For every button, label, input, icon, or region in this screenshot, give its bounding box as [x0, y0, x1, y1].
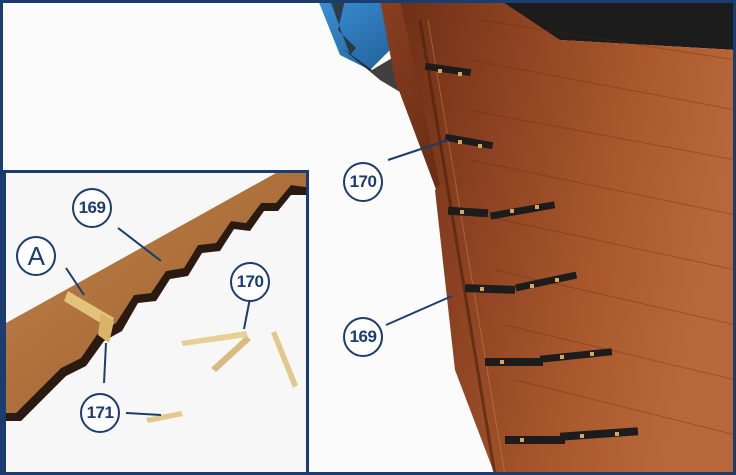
callout-169-inset: 169 [72, 188, 112, 228]
detail-inset [3, 170, 309, 475]
inset-photo [6, 173, 306, 472]
callout-170-inset: 170 [230, 262, 270, 302]
leader-169 [386, 296, 452, 325]
callout-171-inset: 171 [80, 393, 120, 433]
callout-169-main: 169 [343, 317, 383, 357]
part-171-pin [146, 411, 183, 423]
leader-171 [104, 343, 106, 383]
callout-a-inset: A [16, 236, 56, 276]
leader-inset-171 [126, 413, 161, 415]
callout-170-main: 170 [343, 162, 383, 202]
